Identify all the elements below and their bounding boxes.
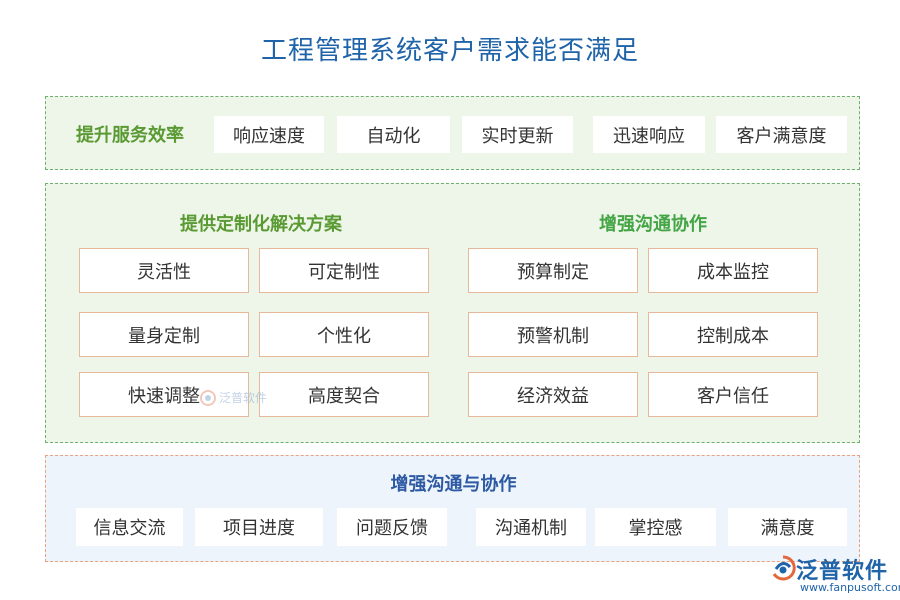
customization-section: 提供定制化解决方案 增强沟通协作 灵活性 可定制性 量身定制 个性化 快速调整 … — [45, 183, 860, 443]
customization-title: 提供定制化解决方案 — [180, 214, 342, 235]
item-box: 响应速度 — [214, 116, 324, 153]
logo-url: www.fanpusoft.com — [800, 581, 900, 594]
item-box: 灵活性 — [79, 248, 249, 293]
item-box: 掌控感 — [595, 508, 716, 546]
logo-icon — [772, 555, 796, 581]
item-box: 高度契合 — [259, 372, 429, 417]
item-box: 预算制定 — [468, 248, 638, 293]
item-box: 成本监控 — [648, 248, 818, 293]
item-box: 自动化 — [337, 116, 450, 153]
logo-icon — [200, 389, 216, 406]
watermark: 泛普软件 — [200, 389, 267, 406]
service-efficiency-label: 提升服务效率 — [76, 125, 184, 146]
communication-section: 增强沟通与协作 信息交流 项目进度 问题反馈 沟通机制 掌控感 满意度 — [45, 455, 860, 562]
brand-logo: 泛普软件 www.fanpusoft.com — [770, 553, 900, 598]
item-box: 预警机制 — [468, 312, 638, 357]
watermark-text: 泛普软件 — [219, 391, 268, 405]
item-box: 沟通机制 — [476, 508, 586, 546]
collaboration-title: 增强沟通协作 — [599, 214, 707, 235]
item-box: 满意度 — [728, 508, 847, 546]
item-box: 快速调整 — [79, 372, 249, 417]
service-efficiency-section: 提升服务效率 响应速度 自动化 实时更新 迅速响应 客户满意度 — [45, 96, 860, 170]
item-box: 信息交流 — [76, 508, 183, 546]
item-box: 个性化 — [259, 312, 429, 357]
item-box: 客户满意度 — [716, 116, 847, 153]
logo-name: 泛普软件 — [796, 559, 889, 584]
page-title: 工程管理系统客户需求能否满足 — [260, 36, 639, 66]
item-box: 经济效益 — [468, 372, 638, 417]
item-box: 实时更新 — [462, 116, 573, 153]
item-box: 可定制性 — [259, 248, 429, 293]
item-box: 项目进度 — [195, 508, 323, 546]
item-box: 问题反馈 — [337, 508, 447, 546]
item-box: 量身定制 — [79, 312, 249, 357]
item-box: 迅速响应 — [593, 116, 705, 153]
communication-title: 增强沟通与协作 — [390, 474, 517, 495]
item-box: 客户信任 — [648, 372, 818, 417]
item-box: 控制成本 — [648, 312, 818, 357]
